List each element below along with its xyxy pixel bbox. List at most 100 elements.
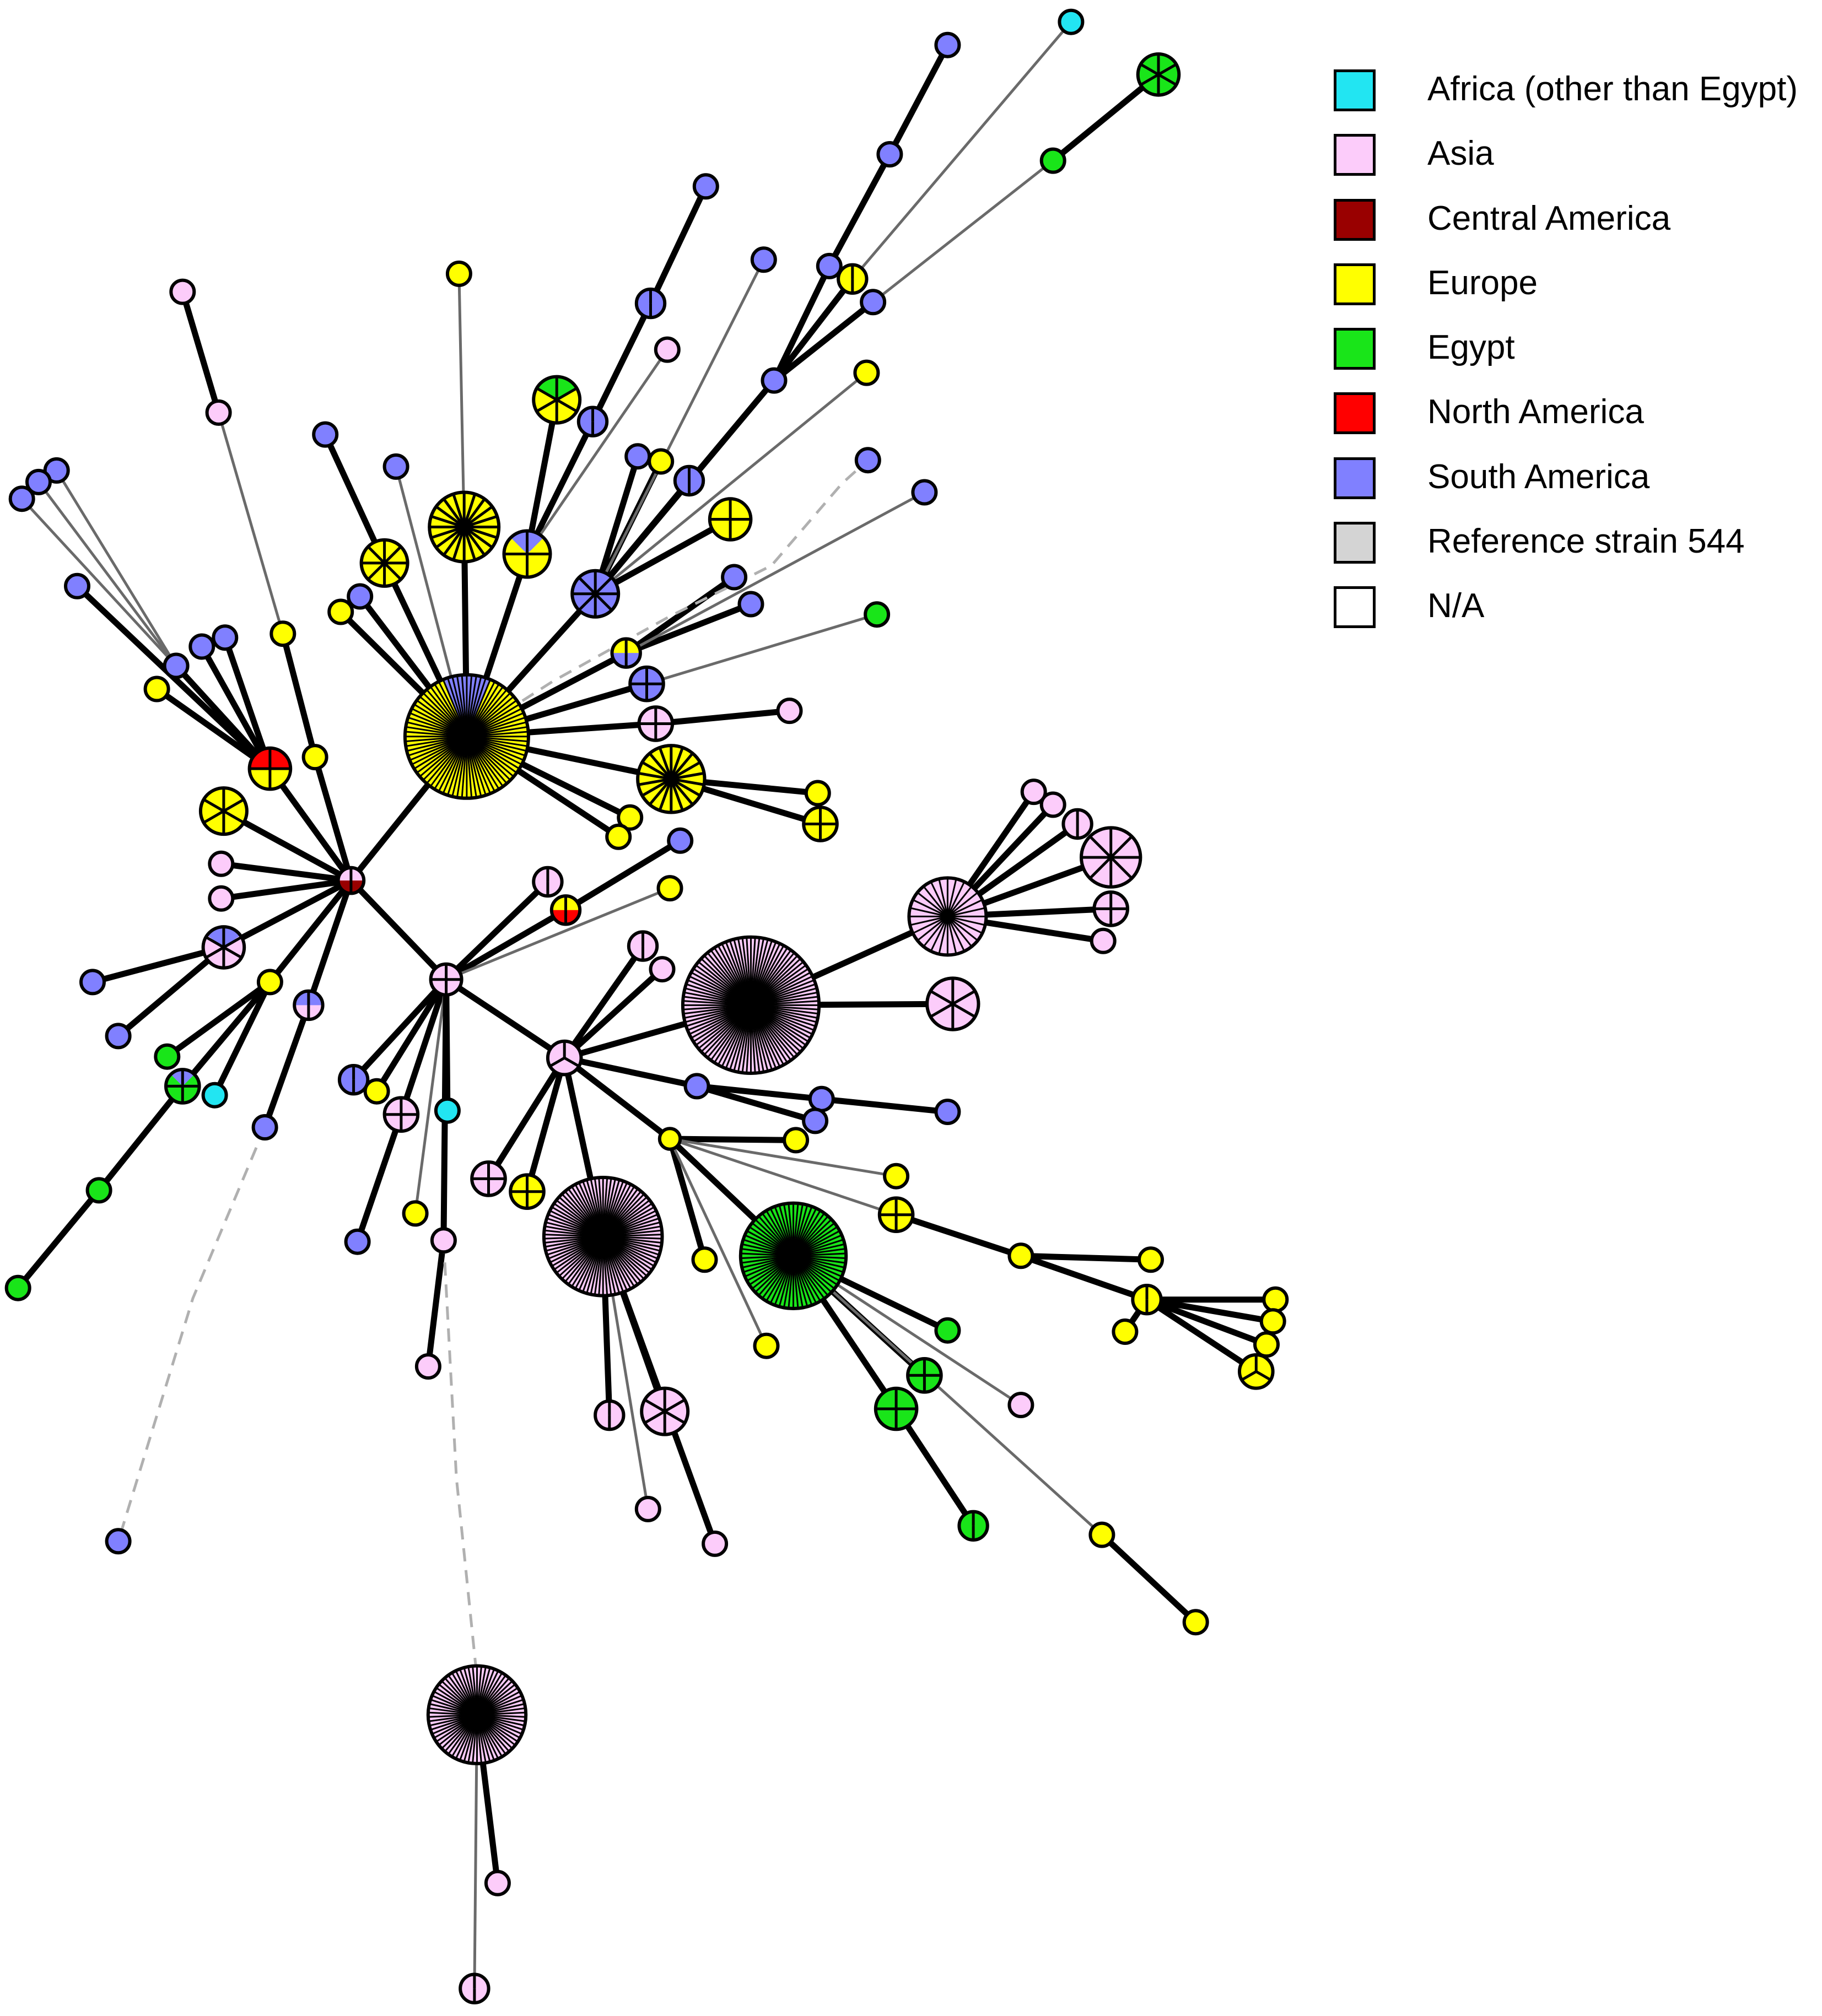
n-egypt-b xyxy=(874,1386,919,1431)
edge-bold xyxy=(179,979,273,1089)
hub-asia-b xyxy=(542,1176,664,1298)
legend-label-na: N/A xyxy=(1427,587,1485,625)
node-small-15 xyxy=(382,453,409,480)
node-small-20 xyxy=(43,457,70,484)
node-small-56 xyxy=(414,1353,441,1380)
edge-dashed xyxy=(466,459,869,738)
edge-bold xyxy=(694,1083,825,1102)
node-small-31 xyxy=(301,744,328,771)
n-sa-f xyxy=(610,637,642,669)
n-egypt-a xyxy=(1136,52,1181,97)
edge-thin xyxy=(20,497,178,667)
legend-swatch-egypt xyxy=(1334,328,1376,370)
n-asia-n xyxy=(532,866,564,898)
node-small-79 xyxy=(1253,1331,1280,1358)
n-eu-a xyxy=(636,744,707,814)
n-asia-r xyxy=(459,1972,490,2004)
node-small-0 xyxy=(934,31,961,58)
hub-eu xyxy=(403,673,530,800)
n-sa-b xyxy=(628,665,665,702)
edge-bold xyxy=(279,630,319,760)
n-asia-l xyxy=(1092,890,1129,927)
n-sa-c xyxy=(634,287,667,320)
legend-item-europe: Europe xyxy=(1334,259,1819,323)
node-small-82 xyxy=(1090,927,1117,954)
node-small-68 xyxy=(691,1246,718,1273)
node-small-23 xyxy=(64,572,90,599)
edge-bold xyxy=(592,516,734,597)
node-small-39 xyxy=(667,827,694,854)
node-small-17 xyxy=(648,448,675,475)
node-small-63 xyxy=(808,1085,835,1112)
n-asia-f xyxy=(1080,826,1142,889)
edge-bold xyxy=(590,300,654,425)
edge-bold xyxy=(818,1096,951,1115)
hub-egypt xyxy=(738,1201,848,1311)
edge-bold xyxy=(443,976,568,1061)
edge-thin xyxy=(871,159,1055,304)
node-small-36 xyxy=(617,804,644,831)
edge-bold xyxy=(425,1237,447,1370)
n-asia-o xyxy=(627,930,659,962)
edge-thin xyxy=(645,613,878,685)
edge-bold xyxy=(179,289,222,416)
node-small-13 xyxy=(205,399,232,426)
legend-item-north-america: North America xyxy=(1334,388,1819,452)
edge-thin xyxy=(669,1137,768,1348)
node-small-37 xyxy=(605,823,632,850)
legend-swatch-europe xyxy=(1334,263,1376,305)
edge-thin xyxy=(414,978,448,1215)
n-eu-c xyxy=(359,538,409,588)
n-eu-i xyxy=(802,806,839,842)
node-small-42 xyxy=(208,885,235,912)
node-small-81 xyxy=(1039,791,1066,818)
edge-thin xyxy=(37,480,178,667)
node-small-67 xyxy=(883,1163,910,1190)
node-small-73 xyxy=(1182,1609,1209,1636)
node-small-18 xyxy=(854,447,881,474)
edge-bold xyxy=(893,1406,977,1529)
node-small-77 xyxy=(1262,1286,1289,1313)
edge-thin xyxy=(457,272,466,528)
node-small-48 xyxy=(251,1114,278,1141)
edge-bold xyxy=(653,707,793,727)
n-eu-k xyxy=(509,1173,546,1210)
node-small-66 xyxy=(783,1127,810,1154)
n-eu-na xyxy=(247,746,293,791)
edge-thin xyxy=(526,348,669,555)
edge-bold xyxy=(771,299,876,384)
node-small-69 xyxy=(753,1332,780,1359)
node-small-2 xyxy=(876,141,903,167)
edge-bold xyxy=(667,1136,799,1143)
legend-swatch-africa xyxy=(1334,69,1376,111)
edge-bold xyxy=(354,1111,405,1245)
edge-thin xyxy=(669,1137,898,1178)
legend-item-africa: Africa (other than Egypt) xyxy=(1334,65,1819,129)
node-small-52 xyxy=(434,1097,461,1124)
edge-bold xyxy=(198,644,273,772)
node-small-24 xyxy=(163,652,190,679)
edge-bold xyxy=(1144,1296,1270,1348)
node-small-41 xyxy=(208,850,235,877)
n-eu-g xyxy=(532,375,582,425)
node-small-16 xyxy=(624,443,651,470)
legend-label-north-america: North America xyxy=(1427,393,1644,431)
n-asia-i xyxy=(470,1160,507,1197)
node-small-54 xyxy=(344,1228,371,1255)
node-small-34 xyxy=(864,601,891,628)
edge-bold xyxy=(886,42,951,158)
edge-bold xyxy=(348,877,450,983)
n-asia-k xyxy=(637,705,675,742)
edge-thin xyxy=(851,20,1072,280)
edge-bold xyxy=(218,877,354,902)
node-small-59 xyxy=(702,1530,729,1557)
legend-label-south-america: South America xyxy=(1427,457,1650,496)
edge-bold xyxy=(1144,1296,1259,1375)
n-asia-sa xyxy=(201,925,246,970)
legend-label-africa: Africa (other than Egypt) xyxy=(1427,70,1798,108)
edge-bold xyxy=(312,754,354,884)
n-eu-h xyxy=(708,497,753,542)
node-small-74 xyxy=(1007,1242,1034,1269)
node-small-75 xyxy=(1138,1246,1164,1273)
